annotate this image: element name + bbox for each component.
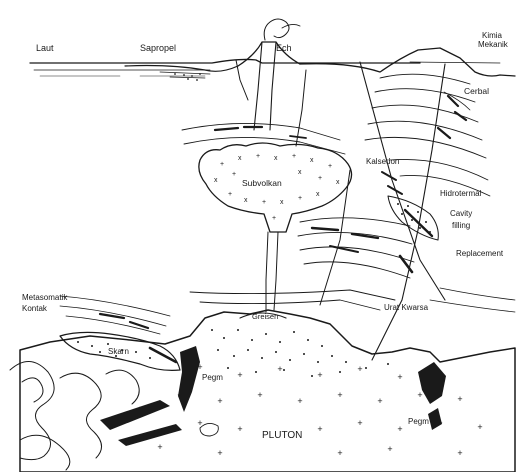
replacement-zone bbox=[298, 218, 414, 278]
label-sapropel: Sapropel bbox=[140, 43, 176, 53]
label-cavity: Cavity bbox=[450, 209, 472, 218]
svg-text:+: + bbox=[220, 161, 224, 168]
label-pluton: PLUTON bbox=[262, 430, 302, 441]
svg-text:+: + bbox=[357, 364, 362, 374]
svg-text:+: + bbox=[272, 215, 276, 222]
svg-text:+: + bbox=[477, 422, 482, 432]
svg-text:+: + bbox=[317, 370, 322, 380]
vein-kalsedon bbox=[382, 172, 402, 194]
svg-text:+: + bbox=[457, 394, 462, 404]
svg-text:+: + bbox=[256, 153, 260, 160]
label-mekanik: Mekanik bbox=[478, 40, 509, 49]
label-ech: Ech bbox=[276, 43, 292, 53]
svg-text:+: + bbox=[417, 390, 422, 400]
svg-text:+: + bbox=[397, 424, 402, 434]
label-replacement: Replacement bbox=[456, 249, 504, 258]
svg-text:+: + bbox=[298, 195, 302, 202]
svg-text:x: x bbox=[336, 179, 340, 186]
svg-text:x: x bbox=[280, 199, 284, 206]
svg-text:+: + bbox=[297, 396, 302, 406]
svg-text:+: + bbox=[217, 448, 222, 458]
svg-text:+: + bbox=[337, 390, 342, 400]
label-kontak: Kontak bbox=[22, 304, 48, 313]
cavity-filling-zone bbox=[388, 196, 438, 240]
svg-text:+: + bbox=[232, 171, 236, 178]
svg-text:x: x bbox=[310, 157, 314, 164]
label-greisen: Greisen bbox=[252, 312, 278, 321]
conduits bbox=[236, 42, 306, 312]
pegmatite-dyke-left bbox=[100, 346, 200, 446]
label-urat-kwarsa: Urat Kwarsa bbox=[384, 303, 429, 312]
label-subvolkan: Subvolkan bbox=[242, 178, 282, 188]
svg-text:x: x bbox=[244, 197, 248, 204]
svg-text:+: + bbox=[217, 396, 222, 406]
svg-text:+: + bbox=[277, 364, 282, 374]
svg-text:+: + bbox=[237, 424, 242, 434]
label-filling: filling bbox=[452, 221, 470, 230]
svg-text:+: + bbox=[457, 448, 462, 458]
svg-text:+: + bbox=[237, 370, 242, 380]
svg-text:+: + bbox=[317, 424, 322, 434]
svg-text:+: + bbox=[292, 153, 296, 160]
svg-text:+: + bbox=[377, 396, 382, 406]
svg-text:x: x bbox=[316, 191, 320, 198]
svg-text:+: + bbox=[387, 444, 392, 454]
label-kalsedon: Kalsedon bbox=[366, 157, 399, 166]
svg-text:+: + bbox=[228, 191, 232, 198]
svg-text:+: + bbox=[328, 163, 332, 170]
sapropel-basin bbox=[125, 66, 238, 81]
label-kimia: Kimia bbox=[482, 31, 503, 40]
svg-text:+: + bbox=[157, 442, 162, 452]
svg-text:+: + bbox=[262, 199, 266, 206]
label-skarn: Skarn bbox=[108, 347, 129, 356]
label-hidrotermal: Hidrotermal bbox=[440, 189, 482, 198]
label-pegmatit-right: Pegm bbox=[408, 417, 429, 426]
svg-text:x: x bbox=[238, 155, 242, 162]
svg-text:+: + bbox=[257, 390, 262, 400]
svg-text:x: x bbox=[274, 155, 278, 162]
pluton-inclusion bbox=[200, 423, 218, 436]
svg-text:x: x bbox=[214, 177, 218, 184]
svg-text:x: x bbox=[298, 169, 302, 176]
right-highland bbox=[300, 48, 515, 76]
host-strata-middle bbox=[60, 288, 515, 334]
label-laut: Laut bbox=[36, 43, 54, 53]
subvolcanic-strata bbox=[182, 123, 345, 154]
svg-text:+: + bbox=[318, 175, 322, 182]
svg-text:+: + bbox=[357, 418, 362, 428]
label-cerbal: Cerbal bbox=[464, 86, 489, 96]
label-pegmatit-left: Pegm bbox=[202, 373, 223, 382]
svg-text:+: + bbox=[397, 372, 402, 382]
svg-text:+: + bbox=[337, 448, 342, 458]
label-metasomatik: Metasomatik bbox=[22, 293, 68, 302]
